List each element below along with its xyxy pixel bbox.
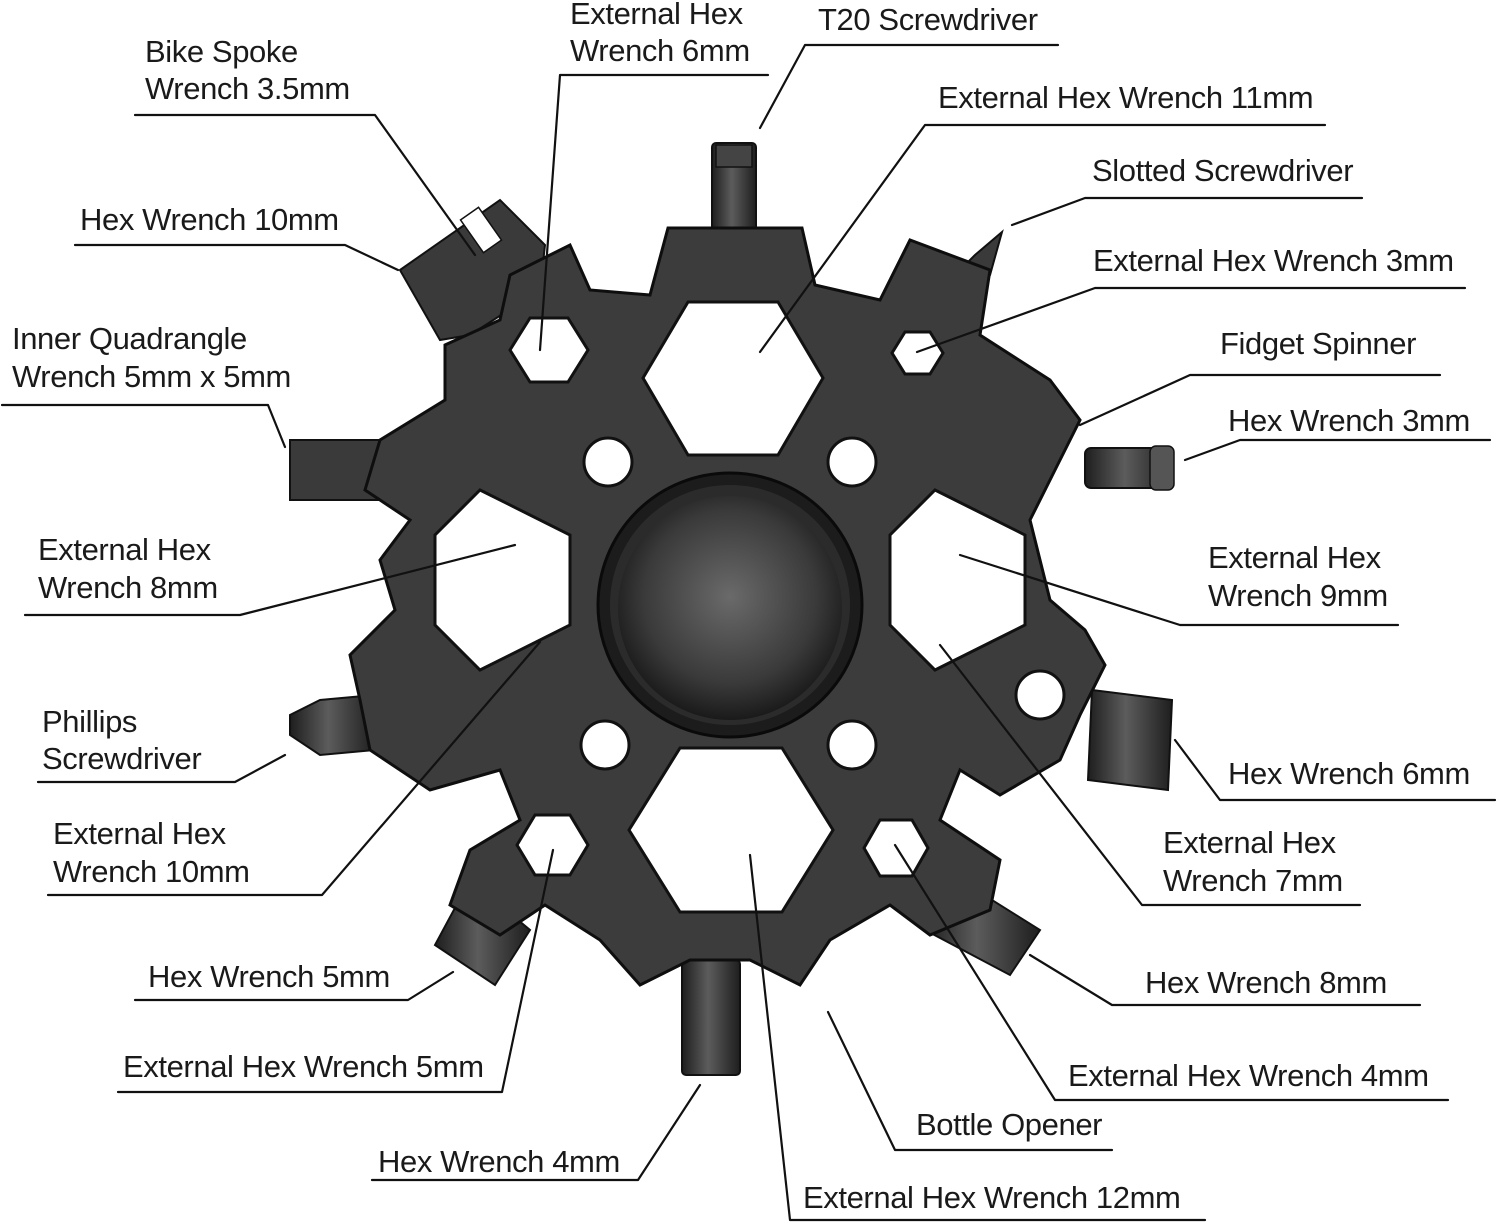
leader-hex-6: [1173, 738, 1497, 802]
label-fidget: Fidget Spinner: [1220, 326, 1416, 361]
hole-9mm: [888, 488, 1027, 672]
round-hole-bl: [579, 719, 631, 771]
hole-6mm: [508, 316, 590, 384]
label-bike-spoke: Bike Spoke Wrench 3.5mm: [145, 34, 350, 106]
label-ext-hex-3: External Hex Wrench 3mm: [1093, 243, 1454, 278]
leader-ext-hex-11: [758, 123, 1327, 354]
leader-ext-hex-8: [23, 543, 517, 617]
leader-fidget: [1078, 373, 1442, 427]
round-hole-tr: [826, 436, 878, 488]
leader-ext-hex-12: [748, 853, 1207, 1222]
label-hex-10: Hex Wrench 10mm: [80, 202, 339, 237]
leader-ext-hex-5: [116, 848, 555, 1094]
leader-hex-3: [1183, 438, 1492, 462]
leader-ext-hex-6: [538, 73, 770, 352]
label-ext-hex-6: External Hex Wrench 6mm: [570, 0, 751, 68]
label-ext-hex-7: External Hex Wrench 7mm: [1163, 825, 1344, 898]
t20-bit: [711, 142, 757, 244]
hex6-bit: [1086, 688, 1174, 792]
label-ext-hex-4: External Hex Wrench 4mm: [1068, 1058, 1429, 1093]
leader-phillips: [36, 753, 287, 784]
hole-11mm: [641, 300, 825, 457]
label-inner-quad: Inner Quadrangle Wrench 5mm x 5mm: [12, 321, 291, 394]
label-t20: T20 Screwdriver: [818, 2, 1038, 37]
hole-3mm: [890, 330, 945, 376]
tool-bits: [289, 142, 1175, 1076]
label-ext-hex-11: External Hex Wrench 11mm: [938, 80, 1313, 115]
round-hole-br: [826, 719, 878, 771]
label-hex-8: Hex Wrench 8mm: [1145, 965, 1387, 1000]
leader-ext-hex-10: [46, 640, 542, 897]
label-hex-3: Hex Wrench 3mm: [1228, 403, 1470, 438]
leader-hex-8: [1028, 953, 1422, 1007]
label-phillips: Phillips Screwdriver: [42, 704, 201, 776]
label-ext-hex-9: External Hex Wrench 9mm: [1208, 540, 1389, 613]
leader-t20: [758, 43, 1060, 130]
label-slotted: Slotted Screwdriver: [1092, 153, 1353, 188]
hole-5mm: [515, 813, 590, 877]
leader-hex-4: [370, 1083, 702, 1182]
label-hex-5: Hex Wrench 5mm: [148, 959, 390, 994]
leader-slotted: [1010, 196, 1364, 227]
leader-hex-10: [73, 243, 400, 272]
label-ext-hex-12: External Hex Wrench 12mm: [803, 1180, 1180, 1215]
leader-ext-hex-9: [958, 553, 1400, 627]
leader-lines: [0, 43, 1497, 1222]
leader-bottle: [826, 1010, 1114, 1152]
label-ext-hex-5: External Hex Wrench 5mm: [123, 1049, 484, 1084]
hex4-bit: [681, 959, 741, 1076]
leader-ext-hex-4: [893, 843, 1450, 1102]
round-hole-right: [1014, 669, 1066, 721]
fidget-bearing: [596, 471, 864, 739]
label-ext-hex-10: External Hex Wrench 10mm: [53, 816, 250, 889]
hole-12mm: [627, 746, 835, 914]
callout-labels: Bike Spoke Wrench 3.5mm External Hex Wre…: [12, 0, 1470, 1215]
hole-8mm: [433, 488, 572, 672]
hex3-bit: [1084, 445, 1175, 491]
leader-ext-hex-7: [938, 643, 1362, 907]
label-ext-hex-8: External Hex Wrench 8mm: [38, 532, 219, 605]
leader-hex-5: [133, 970, 455, 1002]
leader-inner-quad: [0, 403, 287, 449]
label-bottle: Bottle Opener: [916, 1107, 1102, 1142]
label-hex-4: Hex Wrench 4mm: [378, 1144, 620, 1179]
leader-ext-hex-3: [915, 286, 1467, 354]
round-hole-tl: [582, 436, 634, 488]
leader-bike-spoke: [133, 113, 477, 257]
wrench-holes: [433, 300, 1066, 914]
label-hex-6: Hex Wrench 6mm: [1228, 756, 1470, 791]
